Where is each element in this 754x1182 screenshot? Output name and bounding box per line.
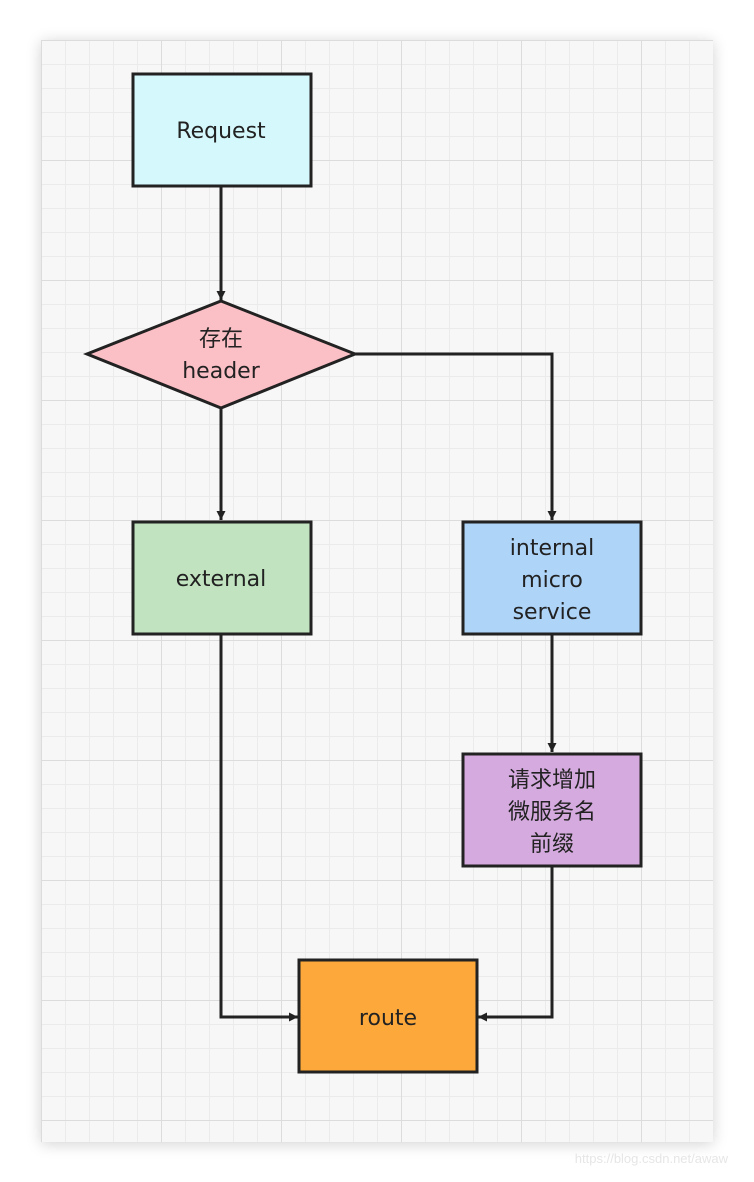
node-prefix-label-line2: 微服务名 xyxy=(508,800,596,825)
node-request-shape xyxy=(131,72,313,188)
node-external-shape xyxy=(131,520,313,636)
node-header-check: 存在 header xyxy=(82,299,360,410)
node-internal-shape xyxy=(461,520,643,636)
node-prefix: 请求增加 微服务名 前缀 xyxy=(461,752,643,868)
node-external: external xyxy=(131,520,313,636)
edge-header-to-internal xyxy=(355,352,557,520)
node-prefix-label-line1: 请求增加 xyxy=(508,768,596,793)
node-header-check-shape xyxy=(82,299,360,410)
node-prefix-label-line3: 前缀 xyxy=(530,832,574,857)
watermark-text: https://blog.csdn.net/awaw xyxy=(574,1151,728,1166)
node-internal-label-line1: internal xyxy=(510,536,594,561)
node-internal: internal micro service xyxy=(461,520,643,636)
node-internal-label-line3: service xyxy=(513,600,592,625)
edge-external-to-route xyxy=(219,634,298,1022)
node-internal-label-line2: micro xyxy=(521,568,583,593)
node-prefix-shape xyxy=(461,752,643,868)
edges xyxy=(216,186,557,1022)
edge-prefix-to-route xyxy=(478,866,554,1022)
node-route-label: route xyxy=(359,1006,417,1031)
node-request-label: Request xyxy=(176,119,266,144)
node-route: route xyxy=(297,958,479,1074)
node-route-shape xyxy=(297,958,479,1074)
node-external-label: external xyxy=(176,567,267,592)
node-header-check-label-line2: header xyxy=(182,359,260,384)
node-request: Request xyxy=(131,72,313,188)
node-header-check-label-line1: 存在 xyxy=(199,327,243,352)
